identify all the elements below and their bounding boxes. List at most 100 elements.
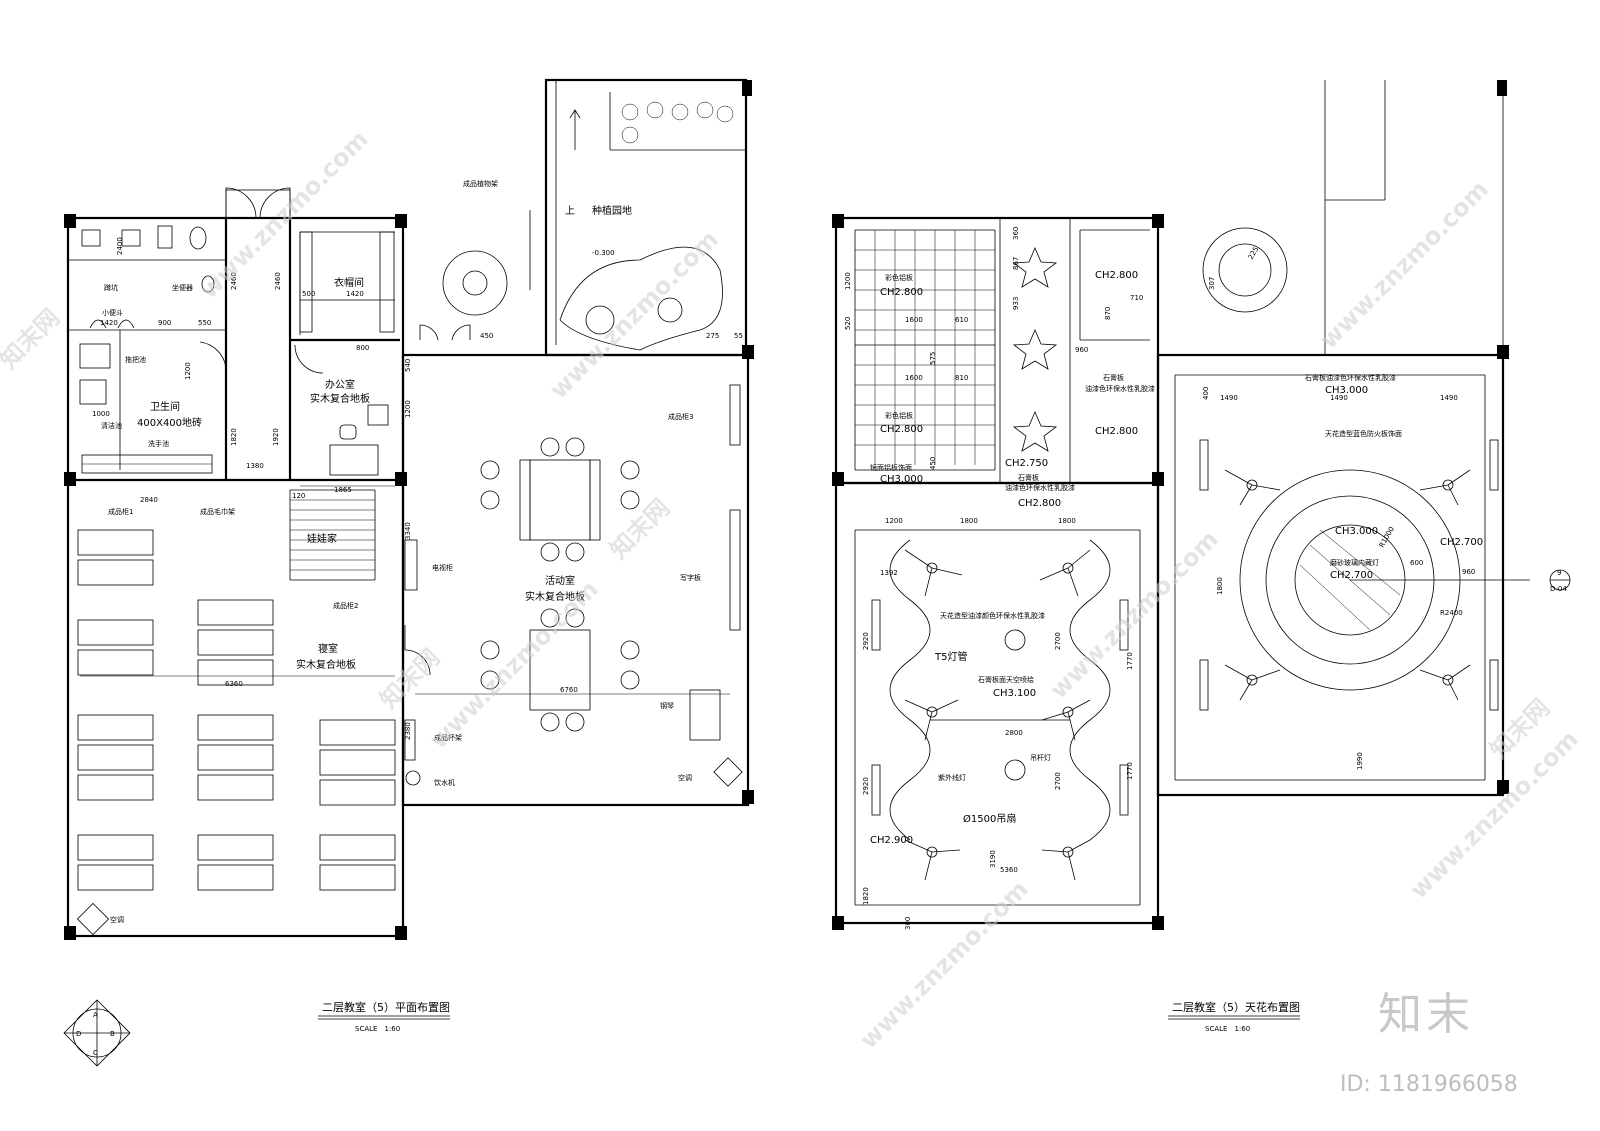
label: 彩色铝板 <box>885 273 913 282</box>
dim: 1800 <box>1216 577 1224 595</box>
office-floor-label: 实木复合地板 <box>310 392 370 405</box>
dim: 6360 <box>225 680 243 688</box>
label: 9 <box>1557 569 1561 577</box>
label: T5灯管 <box>934 650 967 663</box>
ac-unit-left <box>76 902 110 936</box>
label: CH3.000 <box>1325 385 1368 396</box>
label: 天花造型油漆颜色环保水性乳胶漆 <box>940 611 1045 620</box>
dim: 1820 <box>230 428 238 446</box>
compass-a: A <box>93 1011 98 1019</box>
dim: 1200 <box>184 362 192 380</box>
dim: 2920 <box>862 777 870 795</box>
label: 石膏板油漆色环保水性乳胶漆 <box>1305 373 1396 382</box>
dim: 1380 <box>246 462 264 470</box>
dim: 800 <box>356 344 369 352</box>
label: D-04 <box>1550 585 1567 593</box>
left-outer-wall <box>66 216 405 938</box>
dim: 1770 <box>1126 652 1134 670</box>
dim: 400 <box>1202 387 1210 400</box>
label: 石膏板 <box>1018 473 1039 482</box>
dim: 55 <box>734 332 743 340</box>
star-light <box>1012 328 1058 370</box>
garden-plants <box>442 101 734 351</box>
toilet-seat-label: 坐便器 <box>172 283 193 292</box>
dim: 450 <box>480 332 493 340</box>
mop-pool-label: 拖把池 <box>125 355 146 364</box>
office-chair <box>339 424 357 440</box>
cloakroom-label: 衣帽间 <box>334 276 364 289</box>
doll-house-label: 娃娃家 <box>307 532 337 545</box>
beds <box>77 529 396 891</box>
cabinet2-label: 成品柜2 <box>333 601 358 610</box>
office-label: 办公室 <box>325 378 355 391</box>
label: CH2.700 <box>1330 570 1373 581</box>
dim: 1420 <box>346 290 364 298</box>
right-room-wall <box>1156 353 1505 797</box>
label: 石膏板 <box>1103 373 1124 382</box>
dim: 5360 <box>1000 866 1018 874</box>
ceiling-fans <box>904 469 1471 881</box>
doors <box>199 187 471 676</box>
activity-tables <box>480 437 640 732</box>
right-title: 二层教室（5）天花布置图 <box>1172 1000 1300 1014</box>
label: CH3.000 <box>880 474 923 485</box>
watermark-text: www.znzmo.com <box>854 875 1033 1054</box>
bedroom-label: 寝室 <box>318 642 338 655</box>
dim: 1990 <box>1356 752 1364 770</box>
cabinet1-label: 成品柜1 <box>108 507 133 516</box>
left-plan <box>64 78 754 940</box>
squat-label: 蹲坑 <box>104 283 118 292</box>
plant-rack-label: 成品植物架 <box>463 179 498 188</box>
dim: 2920 <box>862 632 870 650</box>
dim: 450 <box>929 457 937 470</box>
ac-unit-right <box>713 757 743 787</box>
dim: 1800 <box>1058 517 1076 525</box>
dim: 933 <box>1012 297 1020 310</box>
label: Ø1500吊扇 <box>963 812 1016 825</box>
label: 磨砂玻璃内藏灯 <box>1330 558 1379 567</box>
dim: 1200 <box>404 400 412 418</box>
label: CH2.700 <box>1440 537 1483 548</box>
dim: 2460 <box>230 272 238 290</box>
dim: 1820 <box>862 887 870 905</box>
office-desk <box>329 444 379 476</box>
activity-floor-label: 实木复合地板 <box>525 590 585 603</box>
dim: 550 <box>198 319 211 327</box>
dim: 600 <box>1410 559 1423 567</box>
dim: 1392 <box>880 569 898 577</box>
dim: 867 <box>1012 257 1020 270</box>
cabinet-3 <box>729 384 741 446</box>
watermark-text: 知末网 <box>604 494 675 565</box>
dim: 1200 <box>885 517 903 525</box>
dim: R1000 <box>1378 525 1396 549</box>
toilet-fixtures <box>79 225 215 474</box>
dim: 1865 <box>334 486 352 494</box>
left-scale: SCALE 1:60 <box>355 1025 400 1033</box>
watermark-text: 知末网 <box>374 644 445 715</box>
activity-label: 活动室 <box>545 574 575 587</box>
upper-rooms-wall <box>834 216 1160 485</box>
dim: 1490 <box>1440 394 1458 402</box>
dim: 1200 <box>844 272 852 290</box>
wave-left <box>889 539 931 841</box>
compass-b: B <box>110 1030 115 1038</box>
label: CH3.000 <box>1335 526 1378 537</box>
piano <box>689 689 721 741</box>
dim: 610 <box>955 316 968 324</box>
label: CH2.800 <box>880 287 923 298</box>
label: 镜面铝板饰面 <box>870 463 912 472</box>
dim: 3340 <box>404 522 412 540</box>
dim: 2400 <box>116 237 124 255</box>
toilet-label: 卫生间 <box>150 400 180 413</box>
whiteboard-label: 写字板 <box>680 573 701 582</box>
ac-label-right: 空调 <box>678 773 692 782</box>
water-dispenser-label: 饮水机 <box>434 778 455 787</box>
watermark-text: 知末网 <box>0 304 65 375</box>
dim: 1490 <box>1330 394 1348 402</box>
round-ceiling <box>1239 469 1530 691</box>
tv-cabinet-label: 电视柜 <box>432 563 453 572</box>
dim: 900 <box>158 319 171 327</box>
compass: A B C D <box>63 999 131 1067</box>
tv-cabinet <box>404 539 418 591</box>
dim: 1600 <box>905 374 923 382</box>
